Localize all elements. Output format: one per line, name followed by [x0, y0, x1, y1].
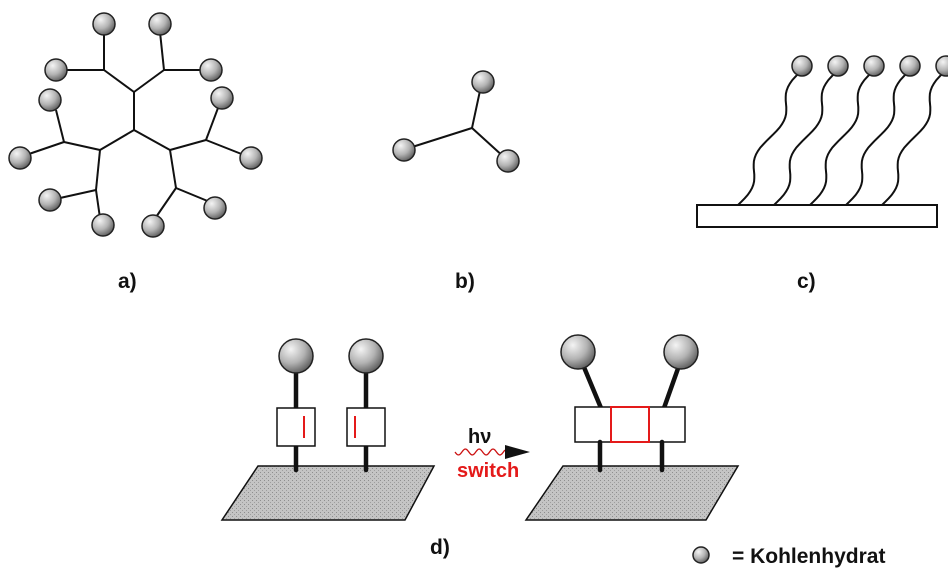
carbohydrate-sphere — [827, 55, 849, 77]
surface-glycoarray — [696, 55, 948, 228]
carbohydrate-sphere — [863, 55, 885, 77]
light-switch-arrow: hν switch — [454, 426, 530, 482]
label-c: c) — [797, 270, 816, 293]
carbohydrate-sphere-icon — [692, 546, 710, 564]
carbohydrate-sphere — [791, 55, 813, 77]
carbohydrate-sphere — [663, 334, 699, 370]
switch-unit — [346, 407, 386, 447]
surface-plate-right — [524, 465, 740, 521]
carbohydrate-sphere — [899, 55, 921, 77]
dendrimer-spheres — [8, 12, 263, 238]
legend: = Kohlenhydrat — [692, 545, 885, 568]
switch-state-closed — [524, 334, 740, 521]
carbohydrate-sphere — [38, 88, 62, 112]
carbohydrate-sphere — [141, 214, 165, 238]
carbohydrate-sphere — [239, 146, 263, 170]
switch-label: switch — [457, 460, 519, 482]
arrow-head — [505, 445, 530, 459]
carbohydrate-sphere — [199, 58, 223, 82]
carbohydrate-sphere — [38, 188, 62, 212]
carbohydrate-sphere — [278, 338, 314, 374]
wavy-linker — [809, 69, 875, 206]
carbohydrate-sphere — [348, 338, 384, 374]
wavy-linker — [845, 69, 911, 206]
carbohydrate-sphere — [44, 58, 68, 82]
wavy-linker — [737, 69, 803, 206]
carbohydrate-sphere — [560, 334, 596, 370]
carbohydrate-sphere — [210, 86, 234, 110]
switch-unit — [276, 407, 316, 447]
dendrimer-bonds — [25, 31, 245, 221]
wavy-linker — [881, 69, 947, 206]
light-symbol: hν — [468, 426, 491, 448]
carbohydrate-sphere — [148, 12, 172, 36]
carbohydrate-sphere — [935, 55, 948, 77]
label-a: a) — [118, 270, 137, 293]
substrate-plate — [696, 204, 938, 228]
carbohydrate-sphere — [8, 146, 32, 170]
surface-spheres — [791, 55, 948, 77]
carbohydrate-sphere — [91, 213, 115, 237]
wavy-linker — [773, 69, 839, 206]
carbohydrate-sphere — [203, 196, 227, 220]
label-b: b) — [455, 270, 475, 293]
dendrimer-structure — [8, 12, 263, 238]
carbohydrate-sphere — [471, 70, 495, 94]
carbohydrate-sphere — [392, 138, 416, 162]
carbohydrate-sphere — [92, 12, 116, 36]
surface-plate-left — [220, 465, 436, 521]
wavy-linkers — [737, 69, 947, 206]
legend-text: = Kohlenhydrat — [732, 545, 885, 568]
carbohydrate-sphere — [496, 149, 520, 173]
switch-state-open — [220, 338, 436, 521]
light-wave — [454, 448, 506, 456]
trivalent-cluster — [392, 70, 520, 173]
switch-unit-dimer — [574, 406, 686, 443]
label-d: d) — [430, 536, 450, 559]
